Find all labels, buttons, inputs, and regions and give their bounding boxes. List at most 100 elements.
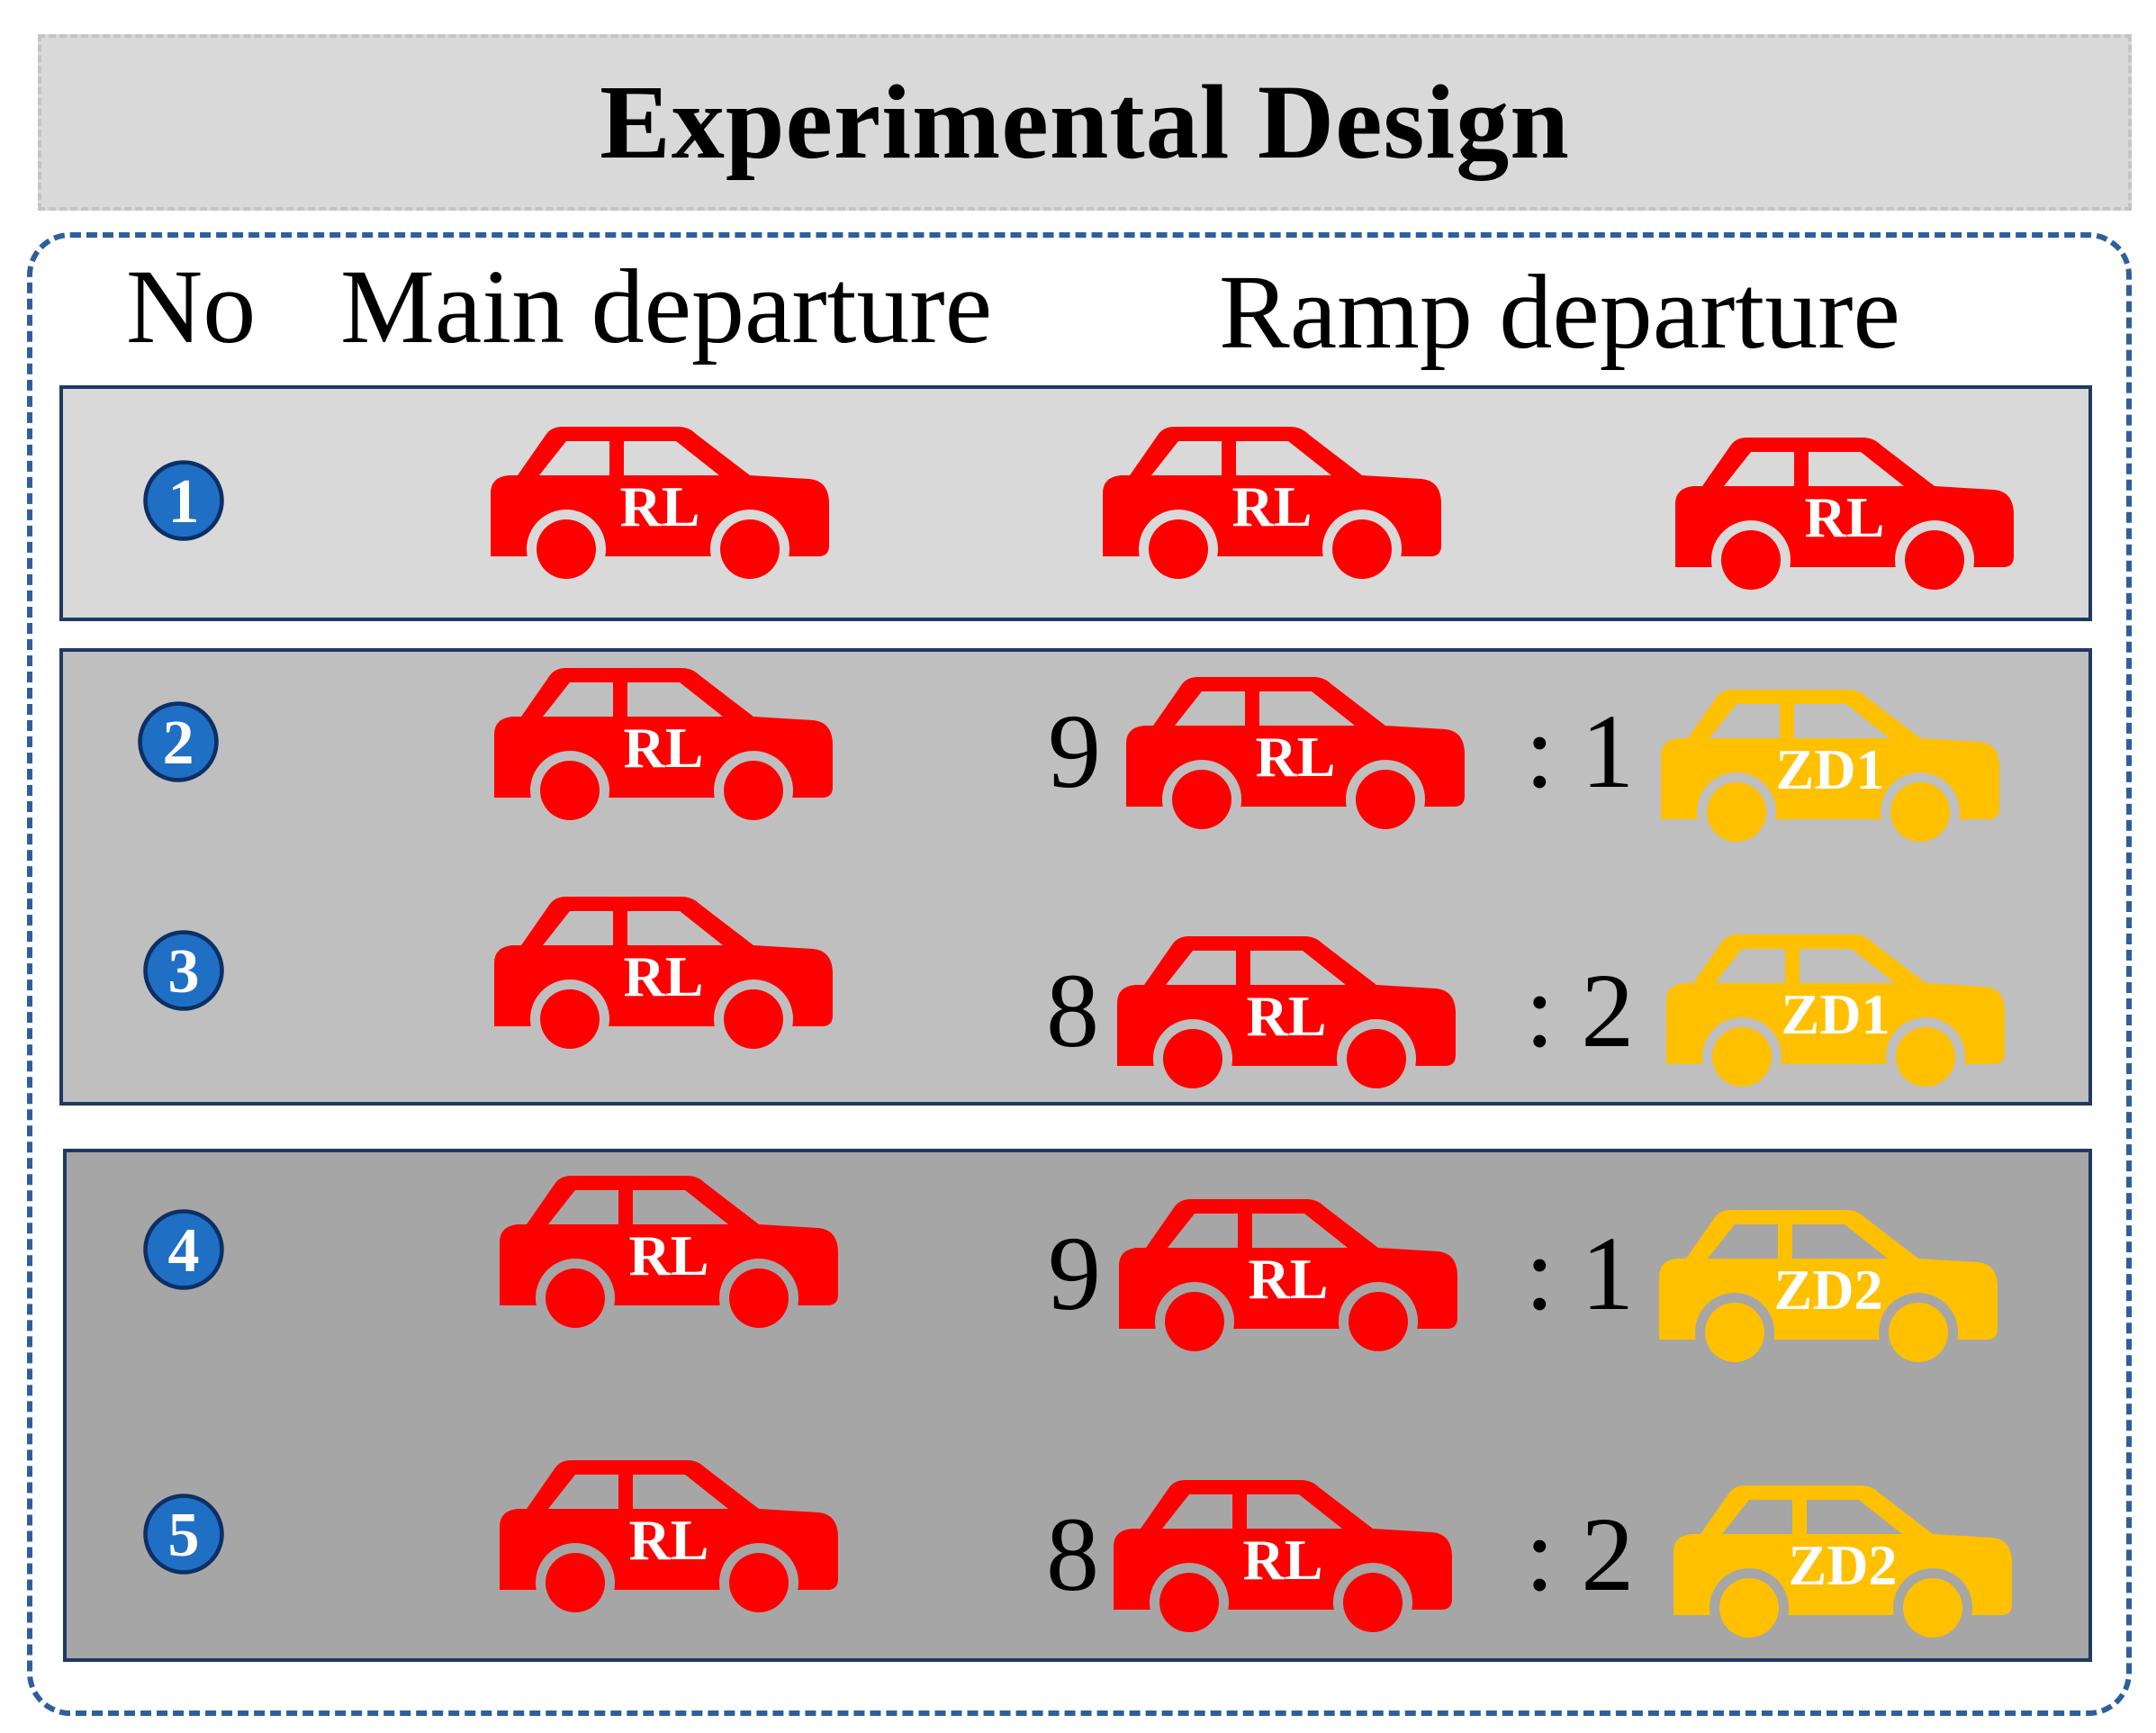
header-main-departure: Main departure	[340, 248, 993, 366]
main-departure-car: RL	[494, 897, 833, 1059]
car-window-rear	[1792, 1224, 1888, 1259]
ratio-left: 8	[1046, 1495, 1099, 1613]
ramp-departure-car-a: RL	[1119, 1199, 1457, 1361]
main-departure-car: RL	[491, 427, 829, 589]
rear-wheel	[1356, 770, 1415, 829]
car-window-rear	[1809, 452, 1904, 486]
car-window-front	[1166, 951, 1236, 985]
rear-wheel	[1889, 1303, 1948, 1362]
rear-wheel	[729, 1268, 789, 1328]
car-window-front	[1722, 1500, 1792, 1534]
car-window-front	[543, 682, 613, 717]
header-no: No	[126, 248, 257, 366]
front-wheel	[537, 519, 596, 579]
car-window-rear	[1800, 949, 1895, 983]
ramp-departure-car-b: ZD1	[1661, 690, 1999, 852]
ramp-departure-car-a: RL	[1117, 936, 1456, 1098]
car-window-rear	[1236, 441, 1331, 475]
front-wheel	[546, 1553, 605, 1612]
car-label: ZD2	[1789, 1533, 1898, 1597]
rear-wheel	[724, 989, 783, 1049]
badge-number: 1	[167, 466, 199, 537]
car-label: RL	[1247, 984, 1327, 1048]
rear-wheel	[1903, 1578, 1962, 1638]
car-window-rear	[1259, 691, 1355, 726]
car-label: RL	[629, 1508, 709, 1572]
car-window-front	[1708, 1224, 1778, 1259]
front-wheel	[540, 761, 600, 820]
car-window-front	[1724, 452, 1794, 486]
ramp-departure-car-a: RL	[1114, 1480, 1452, 1642]
car-window-rear	[1247, 1494, 1342, 1529]
badge-circle	[143, 930, 224, 1011]
car-window-rear	[624, 441, 719, 475]
front-wheel	[540, 989, 600, 1049]
car-window-rear	[627, 682, 723, 717]
front-wheel	[1165, 1292, 1224, 1351]
car-window-front	[548, 1190, 618, 1224]
car-label: ZD2	[1774, 1258, 1883, 1322]
car-label: RL	[1805, 485, 1885, 549]
badge-number: 2	[162, 708, 194, 778]
front-wheel	[1705, 1303, 1764, 1362]
main-departure-car: RL	[500, 1176, 838, 1338]
badge-number: 3	[167, 936, 199, 1006]
car-window-rear	[627, 911, 723, 945]
rear-wheel	[1347, 1029, 1406, 1088]
row-number-badge: 2	[138, 701, 219, 782]
car-window-front	[1715, 949, 1785, 983]
ramp-departure-car-a: RL	[1126, 677, 1465, 839]
front-wheel	[1172, 770, 1231, 829]
ratio-right: : 1	[1525, 692, 1635, 810]
rear-wheel	[1896, 1027, 1955, 1087]
rear-wheel	[729, 1553, 789, 1612]
car-label: RL	[1232, 474, 1313, 538]
front-wheel	[1721, 530, 1781, 590]
car-label: RL	[1249, 1247, 1329, 1311]
front-wheel	[1159, 1573, 1219, 1632]
ramp-departure-car-b: ZD2	[1659, 1210, 1998, 1372]
badge-circle	[143, 1209, 224, 1290]
ratio-right: : 1	[1525, 1214, 1635, 1332]
rear-wheel	[1905, 530, 1964, 590]
car-window-rear	[1794, 704, 1890, 738]
badge-number: 4	[167, 1215, 199, 1286]
car-window-front	[1709, 704, 1780, 738]
car-window-front	[1151, 441, 1222, 475]
car-window-front	[539, 441, 609, 475]
car-window-front	[543, 911, 613, 945]
header-ramp-departure: Ramp departure	[1219, 253, 1900, 371]
front-wheel	[1149, 519, 1208, 579]
rear-wheel	[1343, 1573, 1403, 1632]
car-window-front	[548, 1475, 618, 1509]
ratio-right: : 2	[1525, 1495, 1635, 1613]
car-label: ZD1	[1782, 982, 1890, 1046]
car-label: RL	[624, 716, 704, 780]
ramp-departure-car-a: RL	[1103, 427, 1441, 589]
front-wheel	[1712, 1027, 1772, 1087]
car-window-rear	[633, 1190, 728, 1224]
ratio-right: : 2	[1525, 952, 1635, 1070]
ratio-left: 9	[1048, 1214, 1101, 1332]
row-number-badge: 1	[143, 460, 224, 541]
row-number-badge: 5	[143, 1494, 224, 1575]
car-label: RL	[629, 1223, 709, 1287]
badge-circle	[138, 701, 219, 782]
rear-wheel	[1332, 519, 1392, 579]
ratio-left: 9	[1048, 692, 1101, 810]
ramp-departure-car-b: ZD1	[1666, 934, 2005, 1097]
row-number-badge: 4	[143, 1209, 224, 1290]
car-window-rear	[1250, 951, 1346, 985]
car-window-front	[1168, 1214, 1238, 1248]
badge-circle	[143, 1494, 224, 1575]
title-bar: Experimental Design	[38, 34, 2132, 211]
car-label: RL	[1256, 725, 1336, 789]
car-window-rear	[1807, 1500, 1902, 1534]
rear-wheel	[720, 519, 780, 579]
car-window-front	[1162, 1494, 1232, 1529]
outer-dashed-frame	[27, 232, 2132, 1716]
car-window-rear	[633, 1475, 728, 1509]
badge-number: 5	[167, 1500, 199, 1570]
main-departure-car: RL	[500, 1460, 838, 1622]
